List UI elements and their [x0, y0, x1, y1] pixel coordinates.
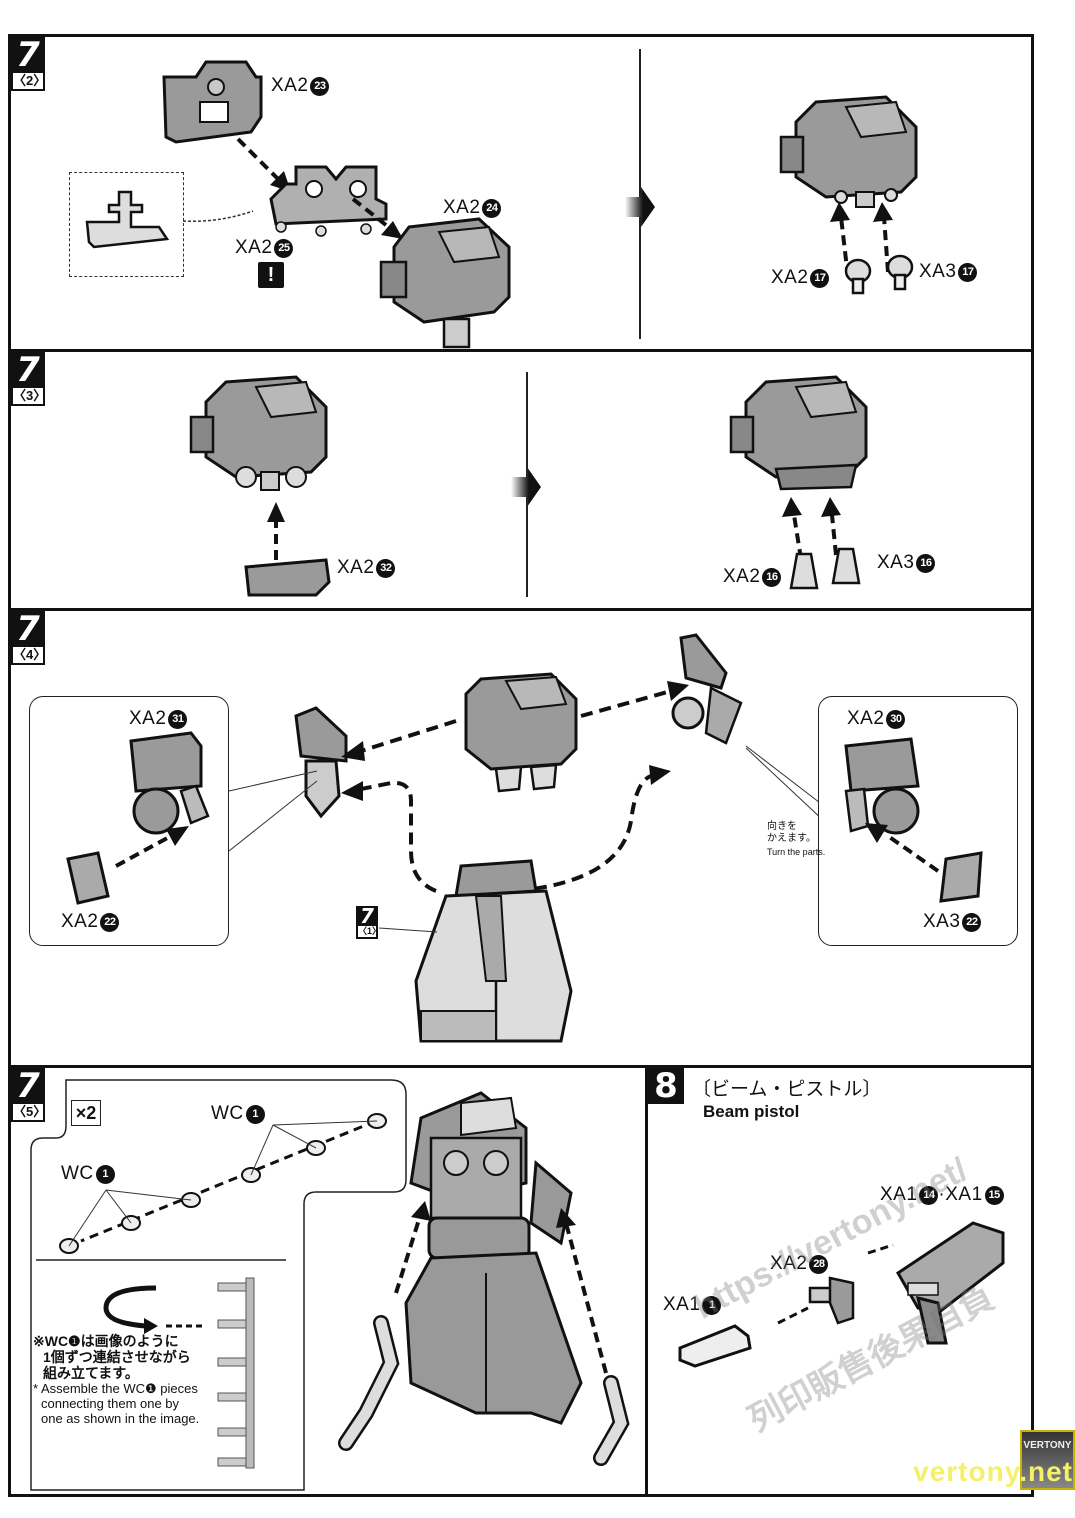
- assembly-arrow: [777, 1243, 894, 1325]
- callout-lines: [745, 745, 825, 822]
- step-badge: 7 〈4〉: [11, 609, 46, 665]
- part-xa2-16-cone: [789, 552, 819, 590]
- divider: [639, 49, 641, 339]
- assembly-arrow: [830, 202, 893, 278]
- torso-block: [464, 672, 578, 793]
- assembly-arrow: [865, 823, 940, 873]
- part-xa2-22-cover: [66, 851, 110, 905]
- assembly-arrow: [782, 497, 841, 560]
- part-xa2-31-shoulder: [129, 731, 210, 835]
- step-badge: 7 〈2〉: [11, 35, 46, 91]
- quantity-badge: ×2: [71, 1100, 101, 1126]
- right-shoulder-assembly: [671, 633, 743, 745]
- step-title-en: Beam pistol: [703, 1102, 800, 1121]
- part-xa1-1-muzzle: [678, 1324, 752, 1368]
- turn-parts-note: 向きを かえます。 Turn the parts.: [767, 821, 826, 857]
- assembly-arrow: [115, 826, 189, 868]
- part-xa2-25-base: [269, 165, 388, 237]
- part-xa3-22-cover: [939, 851, 983, 903]
- step-substep: 〈3〉: [11, 388, 46, 406]
- step-number: 7: [16, 609, 40, 649]
- reference-pointer: [378, 927, 438, 933]
- callout-lines: [228, 770, 318, 852]
- vertony-logo-text: vertony.net: [913, 1456, 1073, 1487]
- assembled-result: [779, 95, 918, 208]
- step-number: 7: [16, 1066, 40, 1106]
- part-xa2-32-skirt: [244, 558, 331, 597]
- part-xa2-23-frame: [162, 60, 263, 144]
- detail-pointer: [182, 210, 254, 223]
- assembly-arrow: [351, 197, 403, 239]
- part-xa2-24-shell: [379, 217, 511, 349]
- body-with-arms: [338, 1091, 630, 1466]
- wc-chain-diagram: [59, 1113, 387, 1254]
- step-number: 7: [16, 350, 40, 390]
- step-title-jp: 〔ビーム・ピストル〕: [692, 1079, 882, 1100]
- runner-diagram: [36, 1259, 286, 1469]
- next-step-arrow-icon: [625, 187, 655, 227]
- detail-part: [85, 190, 170, 249]
- assembly-path: [341, 681, 689, 893]
- step-number: 7: [16, 35, 40, 75]
- step-badge: 8: [648, 1068, 684, 1104]
- step-badge: 7 〈3〉: [11, 350, 46, 406]
- step-substep: 〈5〉: [11, 1104, 46, 1122]
- part-xa3-16-cone: [831, 547, 861, 585]
- part-xa3-17-ball: [886, 254, 914, 291]
- step-substep: 〈2〉: [11, 73, 46, 91]
- detail-inset: [69, 172, 184, 277]
- assembly-note: ※WC❶は画像のように 1個ずつ連結させながら 組み立てます。 * Assemb…: [33, 1333, 200, 1426]
- part-xa2-28-grip: [808, 1276, 855, 1325]
- assembled-result: [729, 375, 868, 491]
- body-base-7-1: [414, 859, 573, 1043]
- vertony-logo: VERTONY: [1020, 1430, 1075, 1490]
- assembly-arrow: [267, 502, 285, 560]
- next-step-arrow-icon: [511, 467, 541, 507]
- assembled-result: [189, 375, 328, 491]
- detail-inset: [30, 1079, 407, 1491]
- step-number: 8: [654, 1066, 678, 1106]
- step-substep: 〈4〉: [11, 647, 46, 665]
- step-badge: 7 〈5〉: [11, 1066, 46, 1122]
- warning-icon: !: [258, 262, 284, 288]
- beam-pistol-body: [896, 1221, 1005, 1345]
- reference-step-badge: 7 〈1〉: [356, 906, 381, 939]
- part-xa2-17-ball: [844, 258, 872, 295]
- part-xa2-30-shoulder: [844, 737, 920, 835]
